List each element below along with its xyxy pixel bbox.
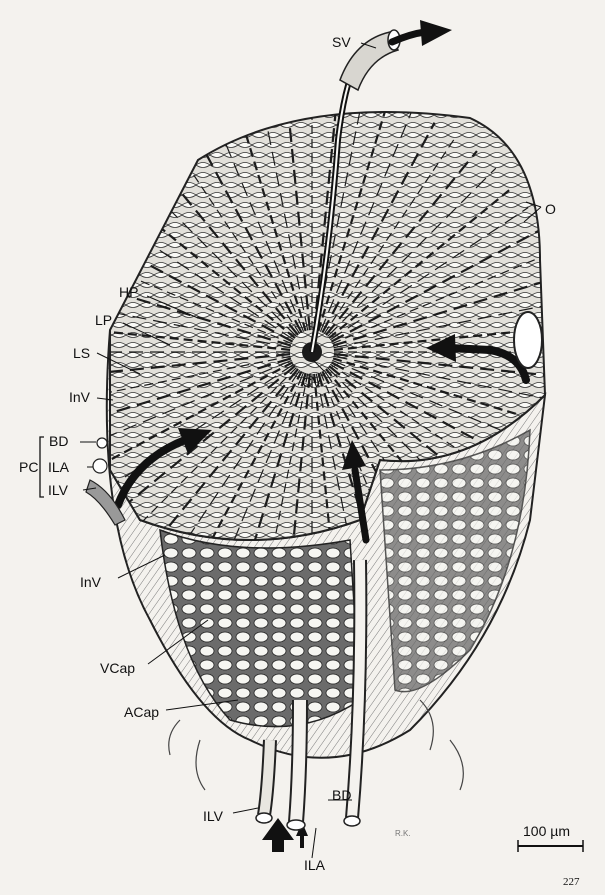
label-hp: HP: [119, 285, 138, 299]
label-inv-lower: InV: [80, 575, 101, 589]
label-lp: LP: [95, 313, 112, 327]
artist-initials: R.K.: [395, 830, 411, 838]
label-ilv-left: ILV: [48, 483, 68, 497]
label-vcap: VCap: [100, 661, 135, 675]
scale-bar-label: 100 µm: [523, 824, 570, 838]
label-cv: CV: [302, 375, 321, 389]
page-number: 227: [563, 877, 580, 888]
label-pc: PC: [19, 460, 38, 474]
label-bd-left: BD: [49, 434, 68, 448]
label-o: O: [545, 202, 556, 216]
label-acap: ACap: [124, 705, 159, 719]
scale-bar-line: [518, 840, 583, 852]
label-bd-bottom: BD: [332, 788, 351, 802]
label-inv-upper: InV: [69, 390, 90, 404]
label-ila-bottom: ILA: [304, 858, 325, 872]
pc-bracket: [40, 437, 44, 497]
label-ila-left: ILA: [48, 460, 69, 474]
label-sublobular-vein: SV: [332, 35, 351, 49]
label-ls: LS: [73, 346, 90, 360]
label-ilv-bottom: ILV: [203, 809, 223, 823]
